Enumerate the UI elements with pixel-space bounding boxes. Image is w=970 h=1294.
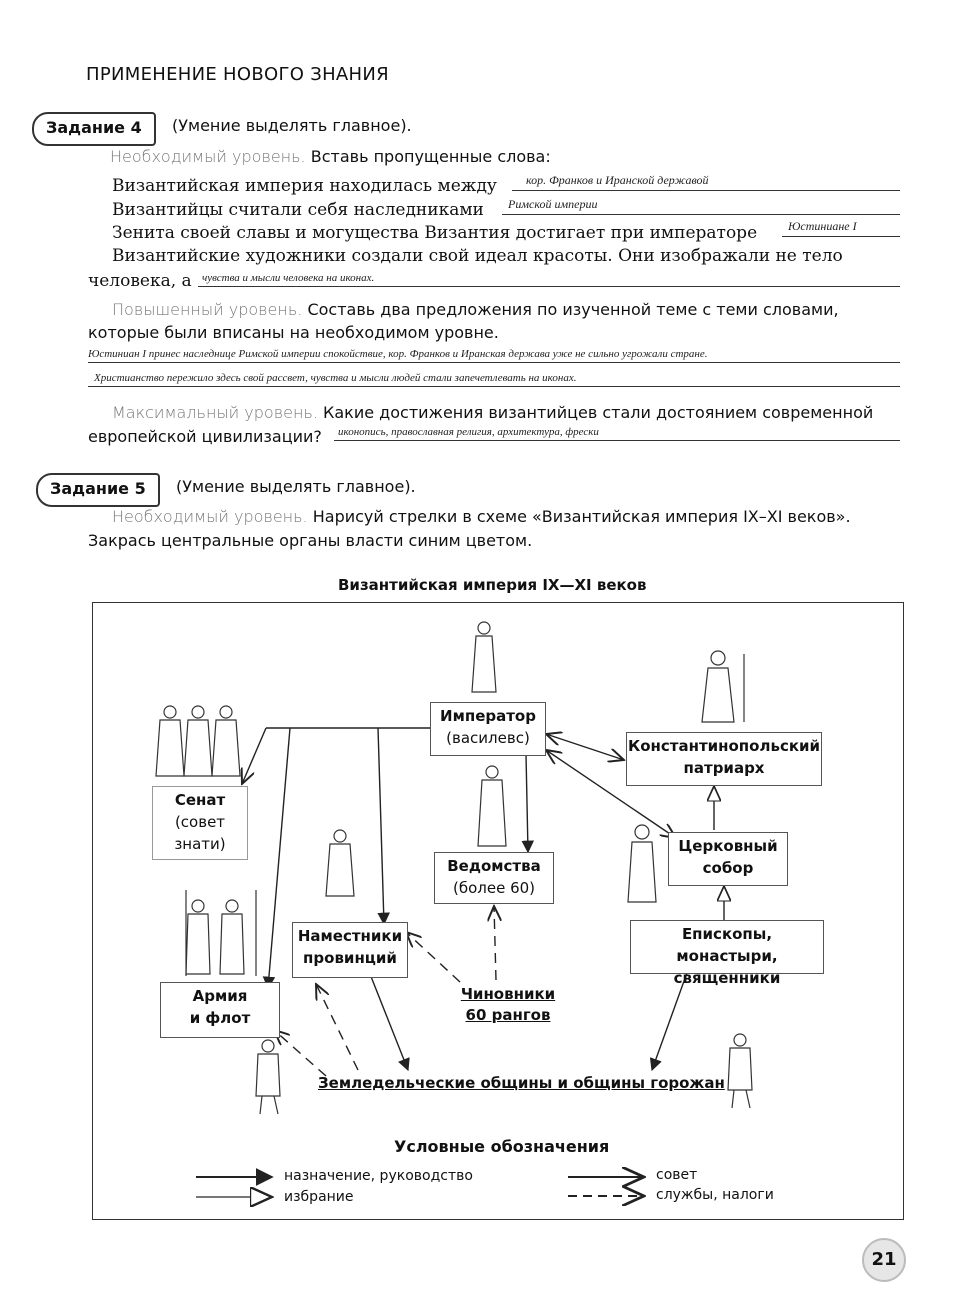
task5-required-level-text: Нарисуй стрелки в схеме «Византийская им… bbox=[312, 507, 851, 526]
task4-advanced-answer-1: Юстиниан I принес наследнице Римской имп… bbox=[88, 348, 708, 360]
task4-line-5-answer: чувства и мысли человека на иконах. bbox=[202, 272, 375, 284]
patriarch-label-2: патриарх bbox=[683, 759, 765, 777]
task4-line-1-blank: кор. Франков и Иранской державой bbox=[512, 172, 900, 191]
task4-line-3-answer: Юстиниане I bbox=[788, 219, 857, 233]
legend-services: службы, налоги bbox=[656, 1187, 774, 1203]
patriarch-box: Константинопольский патриарх bbox=[626, 732, 822, 786]
task4-line-2-text: Византийцы считали себя наследниками bbox=[112, 200, 484, 220]
diagram-title: Византийская империя IX—XI веков bbox=[338, 576, 647, 594]
bishops-label-1: Епископы, монастыри, bbox=[676, 925, 778, 965]
task5-required-b: Закрась центральные органы власти синим … bbox=[88, 531, 533, 550]
emperor-sublabel: (василевс) bbox=[446, 729, 530, 747]
patriarch-label-1: Константинопольский bbox=[627, 737, 821, 755]
task4-line-2-answer: Римской империи bbox=[508, 197, 598, 211]
bishops-box: Епископы, монастыри, священники bbox=[630, 920, 824, 987]
council-box: Церковный собор bbox=[668, 832, 788, 886]
task4-maximum-answer-line: иконопись, православная религия, архитек… bbox=[334, 422, 900, 441]
senate-box: Сенат (совет знати) bbox=[152, 786, 248, 860]
departments-box: Ведомства (более 60) bbox=[434, 852, 554, 904]
departments-sublabel: (более 60) bbox=[452, 879, 536, 897]
task4-maximum-answer: иконопись, православная религия, архитек… bbox=[338, 426, 599, 438]
task4-line-5-blank: чувства и мысли человека на иконах. bbox=[198, 268, 900, 287]
army-label-1: Армия bbox=[192, 987, 248, 1005]
legend-title: Условные обозначения bbox=[394, 1137, 610, 1156]
task4-advanced-a: Повышенный уровень. Составь два предложе… bbox=[112, 300, 839, 319]
task4-line-3-text: Зенита своей славы и могущества Византия… bbox=[112, 223, 758, 243]
advanced-level-text-a: Составь два предложения по изученной тем… bbox=[307, 300, 839, 319]
task4-label: Задание 4 bbox=[32, 112, 156, 146]
page-number-value: 21 bbox=[871, 1249, 897, 1270]
task4-line-5-text: человека, а bbox=[88, 271, 192, 291]
task4-maximum-b: европейской цивилизации? bbox=[88, 427, 322, 446]
maximum-level-label: Максимальный уровень. bbox=[112, 403, 318, 422]
task4-advanced-answer-2: Христианство пережило здесь свой рассвет… bbox=[94, 372, 577, 384]
governors-label-2: провинций bbox=[303, 949, 397, 967]
communities-label: Земледельческие общины и общины горожан bbox=[318, 1074, 725, 1092]
diagram-frame bbox=[92, 602, 904, 1220]
task5-skill: (Умение выделять главное). bbox=[176, 477, 416, 496]
task4-line-3-blank: Юстиниане I bbox=[782, 218, 900, 237]
page-number: 21 bbox=[862, 1238, 906, 1282]
legend-election: избрание bbox=[284, 1189, 354, 1205]
emperor-label: Император bbox=[440, 707, 536, 725]
task4-advanced-answer-1-line: Юстиниан I принес наследнице Римской имп… bbox=[88, 344, 900, 363]
senate-sublabel-1: (совет bbox=[174, 813, 226, 831]
figure-illustrations bbox=[155, 621, 753, 1115]
task4-line-2-blank: Римской империи bbox=[502, 196, 900, 215]
governors-box: Наместники провинций bbox=[292, 922, 408, 978]
council-label-1: Церковный bbox=[678, 837, 778, 855]
task4-line-1-text: Византийская империя находилась между bbox=[112, 176, 497, 196]
task5-required-a: Необходимый уровень. Нарисуй стрелки в с… bbox=[112, 507, 851, 526]
required-level-label: Необходимый уровень. bbox=[110, 147, 306, 166]
task4-advanced-answer-2-line: Христианство пережило здесь свой рассвет… bbox=[88, 368, 900, 387]
senate-sublabel-2: знати) bbox=[174, 835, 226, 853]
governors-label-1: Наместники bbox=[297, 927, 403, 945]
task4-required: Необходимый уровень. Вставь пропущенные … bbox=[110, 147, 551, 166]
officials-label: Чиновники 60 рангов bbox=[456, 984, 560, 1026]
task4-line-4-text: Византийские художники создали свой идеа… bbox=[112, 246, 843, 266]
legend-appointment: назначение, руководство bbox=[284, 1168, 473, 1184]
officials-label-2: 60 рангов bbox=[465, 1006, 551, 1024]
army-box: Армия и флот bbox=[160, 982, 280, 1038]
section-title: ПРИМЕНЕНИЕ НОВОГО ЗНАНИЯ bbox=[86, 64, 389, 85]
bishops-label-2: священники bbox=[673, 969, 781, 987]
task5-required-level-label: Необходимый уровень. bbox=[112, 507, 308, 526]
advanced-level-label: Повышенный уровень. bbox=[112, 300, 303, 319]
council-label-2: собор bbox=[702, 859, 754, 877]
senate-label: Сенат bbox=[174, 791, 226, 809]
maximum-level-text-a: Какие достижения византийцев стали досто… bbox=[323, 403, 874, 422]
officials-label-1: Чиновники bbox=[460, 985, 556, 1003]
task4-skill: (Умение выделять главное). bbox=[172, 116, 412, 135]
army-label-2: и флот bbox=[189, 1009, 251, 1027]
required-level-text: Вставь пропущенные слова: bbox=[310, 147, 551, 166]
task4-maximum-a: Максимальный уровень. Какие достижения в… bbox=[112, 403, 873, 422]
emperor-box: Император (василевс) bbox=[430, 702, 546, 756]
task4-line-1-answer: кор. Франков и Иранской державой bbox=[526, 173, 709, 187]
task4-advanced-b: которые были вписаны на необходимом уров… bbox=[88, 323, 499, 342]
task5-label: Задание 5 bbox=[36, 473, 160, 507]
legend-advice: совет bbox=[656, 1167, 698, 1183]
departments-label: Ведомства bbox=[447, 857, 541, 875]
